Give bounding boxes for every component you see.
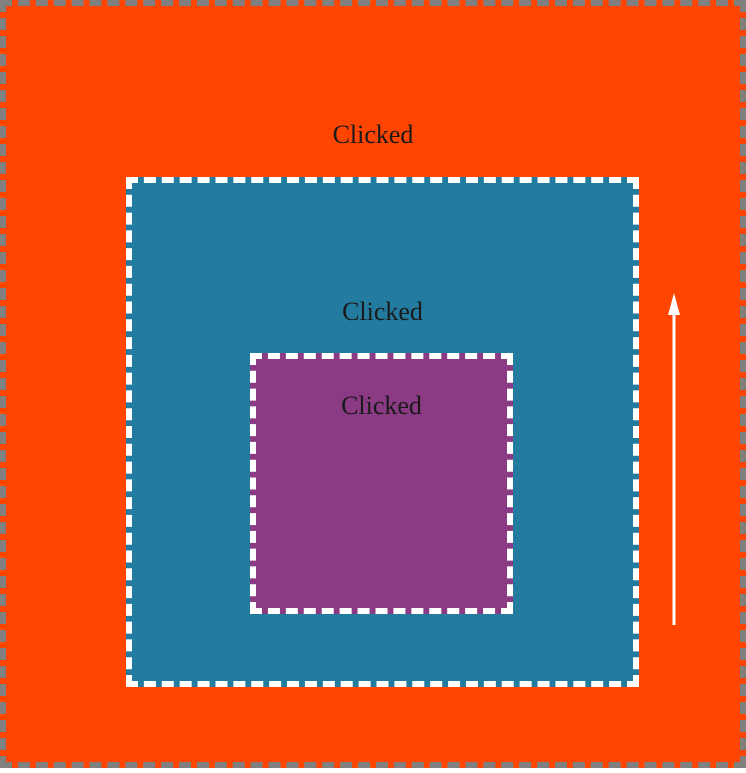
middle-box[interactable]: Clicked Clicked (126, 177, 639, 687)
inner-box[interactable]: Clicked (250, 353, 513, 614)
arrow-head (668, 293, 680, 315)
inner-box-label: Clicked (341, 391, 422, 420)
outer-box-label: Clicked (332, 120, 414, 149)
middle-box-label: Clicked (342, 297, 423, 326)
arrow-up-icon (668, 293, 680, 625)
